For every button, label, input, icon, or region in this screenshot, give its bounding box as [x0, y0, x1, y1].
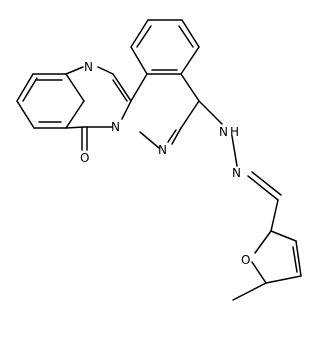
atom-label-n-bottom-left: N [111, 120, 120, 134]
atom-label-n-bottom-right: N [158, 143, 167, 157]
atom-label-n-top: N [84, 60, 93, 74]
atom-label-n-imine: N [232, 166, 241, 180]
bonds [16, 19, 302, 301]
atom-label-nh-n: N [219, 125, 228, 139]
atom-label-carbonyl-o: O [80, 151, 89, 165]
atom-label-furan-o: O [241, 253, 250, 267]
atom-label-nh-h: H [230, 125, 239, 139]
